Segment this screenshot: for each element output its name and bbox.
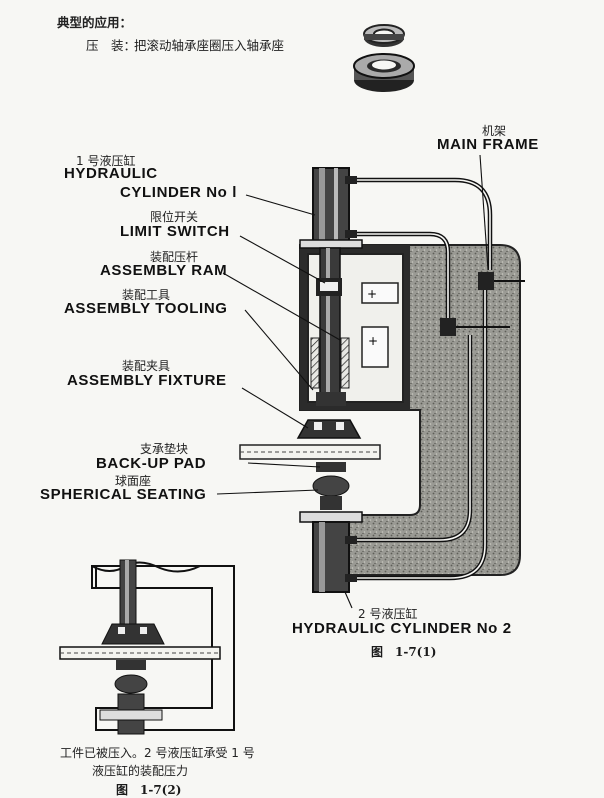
back-up-pad-label-cn: 支承垫块: [140, 442, 189, 456]
detail-figure-2: [59, 559, 235, 735]
bearing-housing-icon: [353, 53, 415, 92]
cylinder-1-label-en-1: HYDRAULIC: [64, 165, 158, 182]
svg-text:+: +: [368, 334, 378, 348]
hydraulic-lines-inner: [357, 179, 491, 579]
section-title: 典型的应用：: [57, 15, 133, 30]
figure-2-description-line-2: 液压缸的装配压力: [92, 764, 189, 778]
main-frame-label-en: MAIN FRAME: [437, 136, 539, 153]
main-frame-label-cn: 机架: [482, 124, 507, 138]
spherical-seating-label-cn: 球面座: [115, 474, 152, 488]
assembly-ram: [319, 247, 341, 399]
svg-text:+: +: [367, 287, 377, 301]
leader-lines: [216, 154, 489, 609]
application-item-label: 压 装：: [86, 38, 137, 53]
cylinder-1-label-cn: 1 号液压缸: [76, 154, 136, 168]
assembly-tooling-label-cn: 装配工具: [122, 288, 171, 302]
control-valves: [440, 272, 525, 336]
assembly-fixture-label-cn: 装配夹具: [122, 359, 171, 373]
cylinder-2-label-en: HYDRAULIC CYLINDER No 2: [292, 620, 512, 637]
assembly-fixture: [296, 419, 362, 439]
figure-1-caption: 图 1-7(1): [371, 645, 437, 659]
assembly-ram-label-en: ASSEMBLY RAM: [100, 262, 228, 279]
back-up-pad-label-en: BACK-UP PAD: [96, 455, 207, 472]
figure-2-description-line-1: 工件已被压入。2 号液压缸承受 1 号: [60, 746, 255, 760]
hydraulic-cylinder-1: [299, 167, 363, 249]
spherical-seating-label-en: SPHERICAL SEATING: [40, 486, 207, 503]
limit-switch: +: [316, 278, 399, 304]
assembly-tooling: +: [310, 326, 389, 406]
assembly-ram-label-cn: 装配压杆: [150, 250, 199, 264]
limit-switch-label-en: LIMIT SWITCH: [120, 223, 230, 240]
cylinder-1-label-en-2: CYLINDER No l: [120, 184, 237, 201]
back-up-pad: [239, 444, 381, 460]
application-item-description: 把滚动轴承座圈压入轴承座: [134, 38, 285, 53]
bearing-ring-small-icon: [363, 24, 405, 47]
cylinder-2-label-cn: 2 号液压缸: [358, 607, 418, 621]
assembly-fixture-label-en: ASSEMBLY FIXTURE: [67, 372, 227, 389]
limit-switch-label-cn: 限位开关: [150, 210, 199, 224]
assembly-tooling-label-en: ASSEMBLY TOOLING: [64, 300, 228, 317]
spherical-seating: [312, 462, 350, 510]
hydraulic-cylinder-2: [299, 511, 363, 593]
figure-2-caption: 图 1-7(2): [116, 783, 182, 797]
